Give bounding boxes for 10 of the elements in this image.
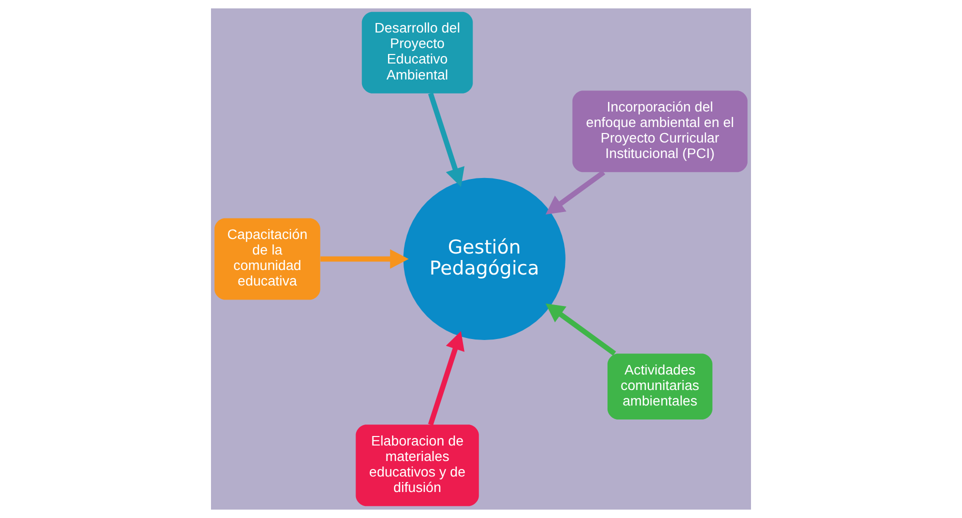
node-box: Incorporación del enfoque ambiental en el Proyecto Curricular Institucional (PCI) bbox=[572, 90, 748, 172]
arrow bbox=[546, 170, 606, 215]
node-box: Desarrollo del Proyecto Educativo Ambiental bbox=[362, 12, 473, 94]
arrow bbox=[428, 331, 464, 426]
node-box: Elaboracion de materiales educativos y de difusión bbox=[356, 424, 479, 506]
node-box: Capacitación de la comunidad educativa bbox=[214, 218, 320, 300]
arrow bbox=[320, 249, 409, 269]
arrow bbox=[546, 304, 616, 356]
node-box: Actividades comunitarias ambientales bbox=[608, 354, 712, 420]
arrow bbox=[428, 92, 464, 187]
